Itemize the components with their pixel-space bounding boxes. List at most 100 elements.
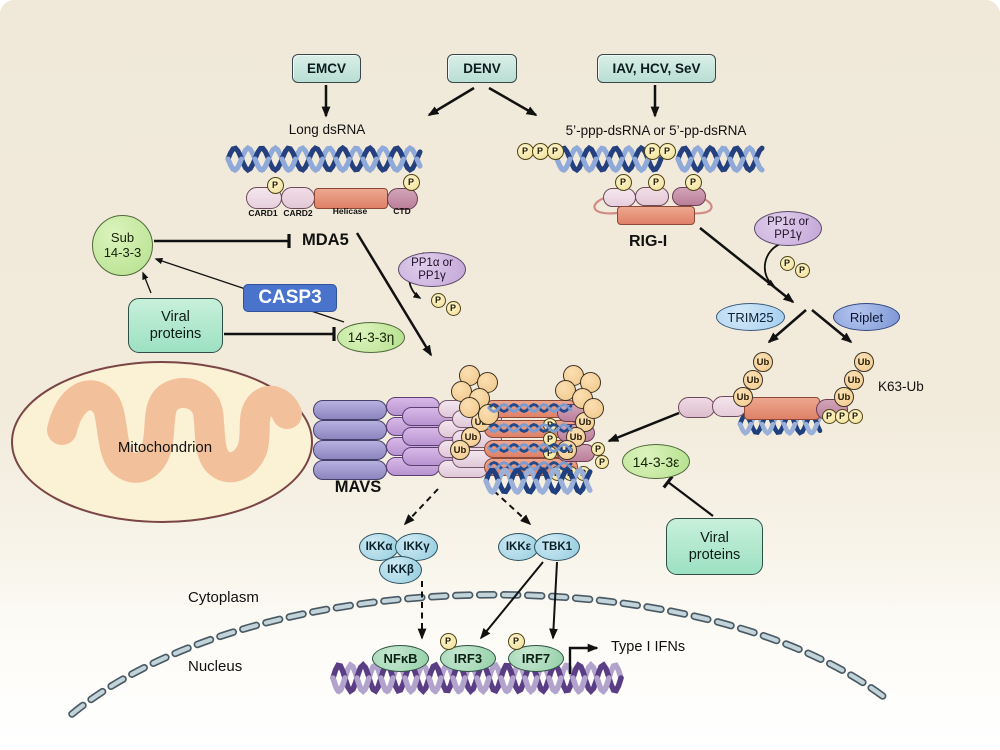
helix-strand — [753, 156, 765, 173]
casp3-box[interactable]: CASP3 — [243, 284, 337, 312]
k63-ub-label: K63-Ub — [878, 379, 924, 394]
mavs-tm-capsule — [313, 460, 387, 480]
mitochondrion-cristae — [47, 377, 302, 483]
ubiquitin-circle: Ub — [844, 370, 864, 390]
helix-strand — [606, 156, 625, 174]
sub-line1: Sub — [110, 230, 135, 246]
ubiquitin-chain-circle — [582, 397, 604, 419]
eps-label: 14-3-3ε — [632, 453, 680, 470]
tbk1-label: TBK1 — [541, 541, 573, 553]
pp1-ellipse-left[interactable]: PP1α or PP1γ — [398, 252, 466, 287]
arrow — [811, 309, 853, 344]
mda5-card1-label: CARD1 — [248, 208, 278, 218]
helix-strand — [225, 144, 423, 174]
ubiquitin-chain-circle — [477, 403, 499, 425]
arrow — [767, 309, 807, 344]
phospho-circle: P — [647, 173, 665, 191]
helix-strand — [737, 421, 754, 436]
pp1-release-arrow — [764, 243, 781, 287]
helix-strand — [522, 675, 540, 695]
viral-line2: proteins — [688, 546, 741, 563]
eta-label: 14-3-3η — [347, 330, 395, 345]
irf7-label: IRF7 — [521, 651, 551, 666]
helix-strand — [450, 675, 468, 695]
arrow — [142, 271, 152, 294]
mavs-label: MAVS — [334, 478, 382, 496]
rigi-name: RIG-I — [629, 233, 668, 250]
helix-strand — [803, 421, 820, 436]
arrow — [355, 232, 433, 357]
pp1-line1: PP1α or — [767, 215, 809, 228]
phospho-circle: P — [266, 176, 284, 194]
helix-strand — [498, 675, 516, 695]
arrow — [488, 86, 538, 117]
riplet-ellipse[interactable]: Riplet — [833, 303, 900, 331]
nfkb-ellipse[interactable]: NFκB — [372, 645, 429, 672]
helix-strand — [252, 156, 271, 174]
phospho-circle: P — [402, 173, 420, 191]
nuclear-membrane — [69, 592, 891, 717]
phospho-circle: P — [575, 465, 591, 481]
helix-strand — [378, 675, 396, 695]
rigi-card1-domain — [603, 188, 636, 207]
mda5-card2-domain — [281, 187, 315, 209]
helix-strand — [632, 156, 651, 174]
phospho-circle: P — [794, 262, 810, 278]
sub-14-3-3-circle[interactable]: Sub 14-3-3 — [92, 215, 153, 276]
mda5-helicase-label: Helicase — [332, 206, 368, 216]
mda5-ctd-label: CTD — [393, 206, 411, 216]
phospho-circle: P — [543, 446, 557, 460]
type-i-ifns-label: Type I IFNs — [611, 639, 686, 655]
phospho-circle: P — [643, 142, 661, 160]
ikk-eps-label: IKKε — [505, 541, 532, 553]
virus-box-emcv[interactable]: EMCV — [292, 54, 361, 83]
trim25-ellipse[interactable]: TRIM25 — [716, 303, 785, 331]
14-3-3-eps-ellipse[interactable]: 14-3-3ε — [622, 444, 690, 479]
mitochondrion-label: Mitochondrion — [117, 439, 213, 456]
14-3-3-eta-ellipse[interactable]: 14-3-3η — [337, 322, 405, 353]
ikk-beta-ellipse[interactable]: IKKβ — [379, 556, 422, 584]
tbk1-ellipse[interactable]: TBK1 — [534, 533, 580, 561]
mavs-tm-capsule — [313, 440, 387, 460]
inhibition-line — [662, 475, 714, 517]
viral-proteins-box-right[interactable]: Viral proteins — [666, 518, 763, 575]
helix-strand — [675, 156, 694, 174]
pp1-line1: PP1α or — [411, 256, 453, 269]
mda5-ctd-domain — [387, 188, 418, 210]
helix-strand — [414, 156, 423, 169]
phospho-circle: P — [516, 142, 534, 160]
pp1-line2: PP1γ — [418, 269, 446, 282]
sub-line2: 14-3-3 — [103, 244, 142, 260]
ubiquitin-circle: Ub — [743, 370, 763, 390]
cytoplasm-label: Cytoplasm — [188, 589, 259, 606]
ubiquitin-circle: Ub — [834, 387, 854, 407]
arrow — [479, 561, 544, 640]
virus-box-denv[interactable]: DENV — [447, 54, 517, 83]
mavs-tm-capsule — [313, 420, 387, 440]
viral-line2: proteins — [149, 325, 202, 342]
phospho-circle: P — [543, 418, 557, 432]
helix-strand — [701, 156, 720, 174]
phospho-circle: P — [430, 292, 446, 308]
irf3-ellipse[interactable]: IRF3 — [440, 645, 496, 672]
helix-strand — [426, 675, 444, 695]
phospho-circle: P — [847, 408, 863, 424]
helix-strand — [354, 675, 372, 695]
virus-label: DENV — [463, 61, 501, 76]
virus-label: EMCV — [306, 61, 346, 76]
phospho-circle: P — [439, 632, 457, 650]
irf7-ellipse[interactable]: IRF7 — [508, 645, 564, 672]
casp3-label: CASP3 — [258, 287, 322, 308]
pp1-ellipse-right[interactable]: PP1α or PP1γ — [754, 211, 822, 246]
helix-strand — [387, 156, 406, 174]
ubiquitin-circle: Ub — [557, 440, 577, 460]
viral-line1: Viral — [700, 529, 729, 546]
helix-strand — [279, 156, 298, 174]
ikk-eps-ellipse[interactable]: IKKε — [498, 533, 539, 561]
helix-strand — [474, 675, 492, 695]
viral-proteins-box-left[interactable]: Viral proteins — [128, 298, 223, 353]
virus-box-iav-hcv-sev[interactable]: IAV, HCV, SeV — [597, 54, 716, 83]
helix-strand — [554, 156, 573, 174]
virus-label: IAV, HCV, SeV — [612, 61, 701, 76]
